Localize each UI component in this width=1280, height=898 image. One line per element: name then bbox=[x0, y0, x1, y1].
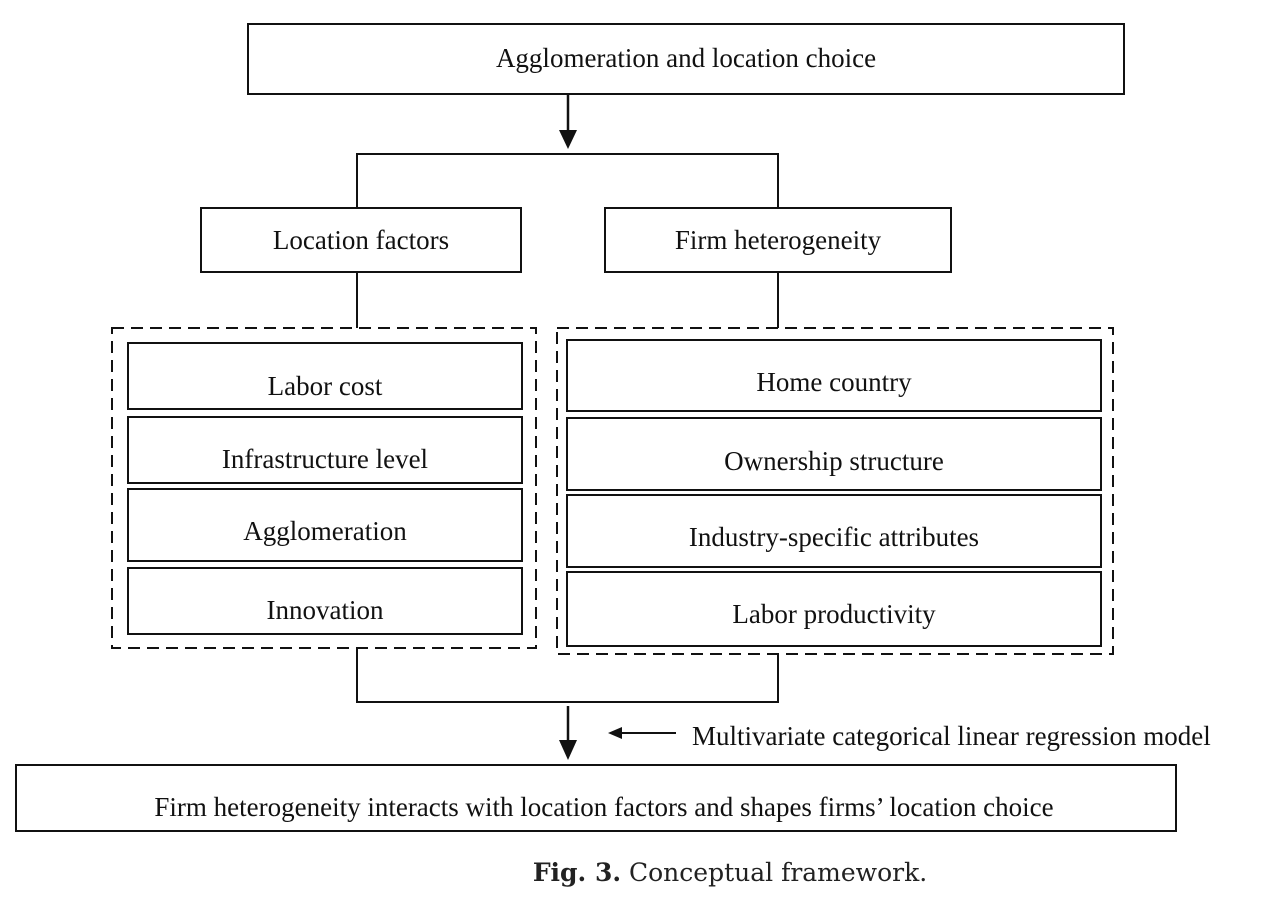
firm-heterogeneity-group bbox=[556, 327, 1114, 655]
left-item-box bbox=[127, 567, 523, 635]
branch-connector bbox=[356, 153, 779, 208]
top-arrowhead bbox=[559, 130, 577, 149]
right-item-label: Ownership structure bbox=[724, 446, 944, 476]
left-item-box bbox=[127, 342, 523, 410]
figure-caption: Fig. 3. Conceptual framework. bbox=[0, 858, 1280, 887]
merge-connector bbox=[356, 648, 779, 703]
left-item-label: Infrastructure level bbox=[222, 444, 428, 474]
outcome-arrowhead bbox=[559, 740, 577, 760]
left-item-box bbox=[127, 416, 523, 484]
location-factors-box bbox=[200, 207, 522, 273]
right-item-box bbox=[566, 417, 1102, 491]
top-box-label: Agglomeration and location choice bbox=[496, 43, 876, 73]
caption-label: Fig. 3. bbox=[532, 858, 622, 887]
outcome-label: Firm heterogeneity interacts with locati… bbox=[154, 792, 1053, 822]
annotation-arrowhead bbox=[608, 727, 622, 739]
left-item-label: Innovation bbox=[267, 595, 384, 625]
right-item-box bbox=[566, 339, 1102, 412]
outcome-box bbox=[15, 764, 1177, 832]
location-factors-label: Location factors bbox=[273, 225, 449, 255]
right-item-label: Home country bbox=[756, 367, 912, 397]
location-factors-group bbox=[111, 327, 537, 649]
left-item-label: Labor cost bbox=[268, 371, 383, 401]
right-item-box bbox=[566, 571, 1102, 647]
firm-heterogeneity-label: Firm heterogeneity bbox=[675, 225, 882, 255]
annotation-label: Multivariate categorical linear regressi… bbox=[692, 721, 1211, 751]
left-item-label: Agglomeration bbox=[243, 516, 407, 546]
right-item-box bbox=[566, 494, 1102, 568]
caption-text: Conceptual framework. bbox=[629, 858, 928, 887]
top-box bbox=[247, 23, 1125, 95]
right-item-label: Industry-specific attributes bbox=[689, 522, 979, 552]
right-item-label: Labor productivity bbox=[732, 599, 936, 629]
left-item-box bbox=[127, 488, 523, 562]
